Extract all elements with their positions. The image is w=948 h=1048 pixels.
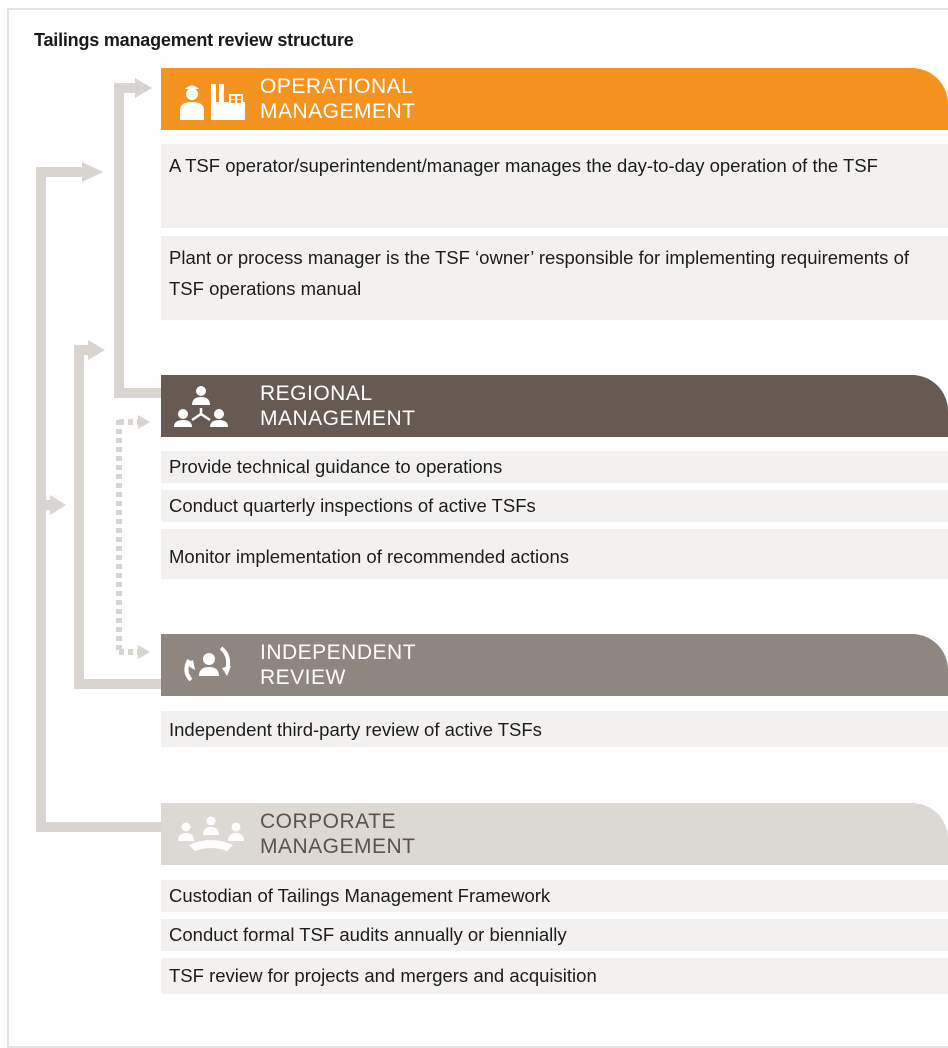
- diagram-title: Tailings management review structure: [34, 30, 354, 50]
- arrow-ops-lower: [88, 340, 105, 360]
- operational-item-1: A TSF operator/superintendent/manager ma…: [161, 144, 948, 228]
- org-network-icon: [174, 386, 228, 427]
- workers-factory-icon: [180, 84, 245, 120]
- arrow-operational-top: [135, 78, 152, 98]
- independent-header: INDEPENDENT REVIEW: [161, 634, 948, 696]
- dotted-arrowhead-regional: [138, 415, 150, 429]
- independent-item-1: Independent third-party review of active…: [161, 711, 948, 747]
- operational-item-2: Plant or process manager is the TSF ‘own…: [161, 236, 948, 320]
- regional-item-1: Provide technical guidance to operations: [161, 451, 948, 483]
- operational-header-label: OPERATIONAL MANAGEMENT: [260, 75, 416, 123]
- review-cycle-icon: [184, 646, 231, 682]
- connector-independent: [74, 345, 161, 689]
- connector-corporate: [36, 167, 161, 832]
- regional-header: REGIONAL MANAGEMENT: [161, 375, 948, 437]
- dotted-arrowhead-independent: [138, 645, 150, 659]
- meeting-table-icon: [178, 816, 244, 851]
- regional-header-label: REGIONAL MANAGEMENT: [260, 382, 416, 430]
- regional-item-3: Monitor implementation of recommended ac…: [161, 529, 948, 579]
- corporate-item-3: TSF review for projects and mergers and …: [161, 958, 948, 994]
- regional-item-2: Conduct quarterly inspections of active …: [161, 490, 948, 522]
- corporate-header-label: CORPORATE MANAGEMENT: [260, 810, 416, 858]
- arrow-operational-mid: [82, 162, 103, 182]
- operational-header: OPERATIONAL MANAGEMENT: [161, 68, 948, 130]
- corporate-header: CORPORATE MANAGEMENT: [161, 803, 948, 865]
- corporate-item-2: Conduct formal TSF audits annually or bi…: [161, 919, 948, 951]
- connector-operational-regional: [114, 83, 161, 398]
- corporate-item-1: Custodian of Tailings Management Framewo…: [161, 880, 948, 912]
- independent-header-label: INDEPENDENT REVIEW: [260, 641, 417, 689]
- arrow-mid-left: [50, 495, 66, 515]
